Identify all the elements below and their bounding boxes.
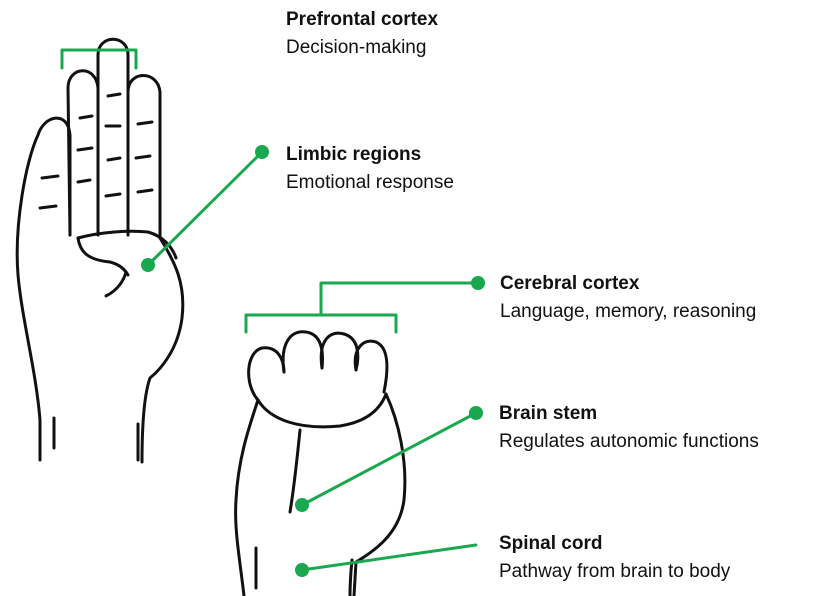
cerebral-title: Cerebral cortex (500, 272, 756, 296)
limbic-end-dot (255, 145, 269, 159)
spinal-label: Spinal cord Pathway from brain to body (499, 532, 730, 584)
spinal-leader-line (302, 545, 476, 570)
limbic-title: Limbic regions (286, 143, 454, 167)
prefrontal-label: Prefrontal cortex Decision-making (286, 8, 438, 60)
limbic-dot (141, 258, 155, 272)
cerebral-description: Language, memory, reasoning (500, 300, 756, 324)
brainstem-title: Brain stem (499, 402, 759, 426)
brainstem-dot (295, 498, 309, 512)
limbic-label: Limbic regions Emotional response (286, 143, 454, 195)
brainstem-label: Brain stem Regulates autonomic functions (499, 402, 759, 454)
prefrontal-description: Decision-making (286, 36, 438, 60)
spinal-dot (295, 563, 309, 577)
limbic-leader-line (148, 152, 262, 265)
cerebral-bracket (246, 283, 478, 332)
limbic-description: Emotional response (286, 171, 454, 195)
prefrontal-title: Prefrontal cortex (286, 8, 438, 32)
spinal-title: Spinal cord (499, 532, 730, 556)
cerebral-label: Cerebral cortex Language, memory, reason… (500, 272, 756, 324)
cerebral-end-dot (471, 276, 485, 290)
spinal-description: Pathway from brain to body (499, 560, 730, 584)
brainstem-description: Regulates autonomic functions (499, 430, 759, 454)
brainstem-end-dot (469, 406, 483, 420)
open-hand-icon (17, 39, 183, 462)
